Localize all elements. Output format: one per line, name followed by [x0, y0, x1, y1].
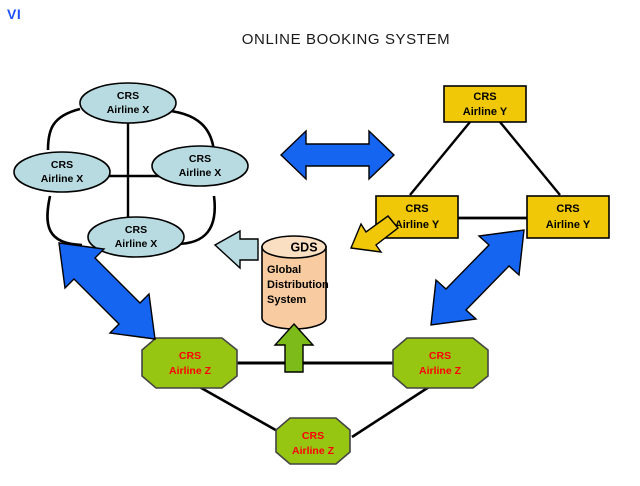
node-shape — [275, 417, 351, 465]
node-label-line1: CRS — [179, 350, 201, 362]
blue-double-diagonal-arrow-nwse — [58, 242, 156, 340]
lightblue-single-arrow — [213, 229, 259, 270]
node-label-line2: Airline X — [115, 238, 158, 250]
node-label-line2: Airline Z — [292, 445, 335, 457]
node-shape — [443, 85, 527, 123]
node-crs-airline-z-right[interactable]: CRS Airline Z — [392, 337, 489, 389]
node-label-line1: CRS — [302, 430, 324, 442]
cluster-airline-y: CRS Airline Y CRS Airline Y CRS Airline … — [375, 85, 610, 239]
node-crs-airline-x-bottom[interactable]: CRS Airline X — [87, 216, 185, 258]
node-crs-airline-x-top[interactable]: CRS Airline X — [79, 82, 177, 124]
node-crs-airline-x-left[interactable]: CRS Airline X — [13, 151, 111, 193]
arrow-y-to-gds-icon[interactable] — [350, 215, 400, 253]
node-label-line2: Airline Y — [463, 106, 508, 118]
node-crs-airline-z-left[interactable]: CRS Airline Z — [141, 337, 238, 389]
node-label-line1: CRS — [473, 91, 496, 103]
connector-y-top-right — [499, 121, 561, 196]
arrow-z-to-gds-icon[interactable] — [273, 322, 315, 373]
node-shape — [392, 337, 489, 389]
gds-cylinder-top — [261, 235, 327, 259]
gds-label-line2: Distribution — [267, 279, 329, 291]
green-single-arrow — [273, 322, 315, 373]
blue-double-horizontal-arrow — [279, 129, 396, 181]
connector-z-left-bottom — [195, 383, 289, 439]
node-shape — [526, 195, 610, 239]
arrow-x-to-y-icon[interactable] — [279, 129, 396, 181]
node-label-line2: Airline X — [179, 167, 222, 179]
connector-x-ring-bottomleft — [46, 195, 83, 247]
node-label-line1: CRS — [117, 90, 139, 102]
node-label-line1: CRS — [556, 203, 579, 215]
cluster-airline-z: CRS Airline Z CRS Airline Z CRS Airline … — [141, 337, 489, 465]
node-label-line2: Airline Y — [395, 219, 440, 231]
gds-label-line3: System — [267, 294, 306, 306]
slide-number-marker: VI — [7, 6, 22, 22]
node-shape — [13, 151, 111, 193]
yellow-single-arrow — [350, 215, 400, 253]
node-label-line2: Airline Z — [169, 365, 212, 377]
node-shape — [141, 337, 238, 389]
node-label-line1: CRS — [189, 153, 211, 165]
node-label-line1: CRS — [51, 159, 73, 171]
gds-label-line1: Global — [267, 264, 301, 276]
gds-title: GDS — [290, 240, 317, 254]
node-label-line2: Airline X — [107, 104, 150, 116]
node-crs-airline-y-right[interactable]: CRS Airline Y — [526, 195, 610, 239]
node-label-line1: CRS — [429, 350, 451, 362]
connector-x-ring-bottomright — [175, 195, 217, 246]
node-shape — [79, 82, 177, 124]
blue-double-diagonal-arrow-nesw — [430, 229, 525, 326]
page-title: ONLINE BOOKING SYSTEM — [241, 31, 451, 48]
arrow-x-to-z-icon[interactable] — [58, 242, 156, 340]
arrow-y-to-z-icon[interactable] — [430, 229, 525, 326]
connector-x-ring-topleft — [46, 107, 81, 151]
node-label-line2: Airline X — [41, 173, 84, 185]
gds-database-cylinder[interactable]: GDS Global Distribution System — [261, 235, 329, 330]
arrow-x-to-gds-icon[interactable] — [213, 229, 259, 270]
cluster-airline-x: CRS Airline X CRS Airline X CRS Airline … — [13, 82, 249, 258]
node-label-line2: Airline Y — [546, 219, 591, 231]
node-crs-airline-z-bottom[interactable]: CRS Airline Z — [275, 417, 351, 465]
node-label-line2: Airline Z — [419, 365, 462, 377]
node-shape — [87, 216, 185, 258]
connector-z-right-bottom — [351, 383, 433, 439]
node-crs-airline-x-right[interactable]: CRS Airline X — [151, 145, 249, 187]
node-label-line1: CRS — [125, 224, 147, 236]
node-label-line1: CRS — [405, 203, 428, 215]
node-crs-airline-y-top[interactable]: CRS Airline Y — [443, 85, 527, 123]
connector-y-top-left — [409, 121, 471, 196]
node-shape — [151, 145, 249, 187]
